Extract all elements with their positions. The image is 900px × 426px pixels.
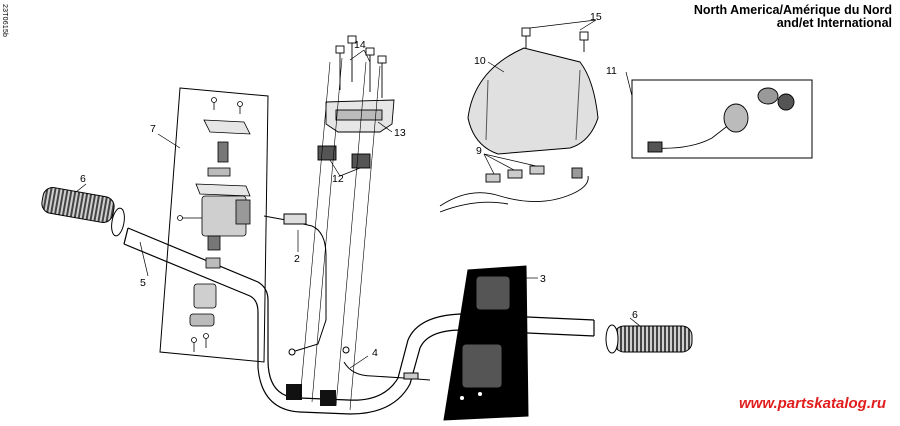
callout-7: 7 — [150, 123, 156, 135]
left-control-parts — [177, 97, 251, 352]
leader-lines — [75, 19, 641, 369]
right-control-group-box-outline — [443, 265, 529, 421]
brake-cable — [342, 346, 431, 381]
callout-13: 13 — [394, 127, 406, 139]
wiring-harness — [439, 165, 589, 213]
callout-14: 14 — [354, 39, 366, 51]
callout-15: 15 — [590, 11, 602, 23]
callout-6-left: 6 — [80, 173, 86, 185]
callout-5: 5 — [140, 277, 146, 289]
grip-right — [605, 324, 693, 354]
watermark: www.partskatalog.ru — [739, 395, 886, 412]
handlebar-riser — [325, 99, 395, 133]
handlebar — [123, 227, 595, 415]
callout-9: 9 — [476, 145, 482, 157]
ignition-switch-parts — [647, 87, 795, 153]
windshield — [467, 47, 599, 155]
callout-11: 11 — [606, 65, 617, 77]
ignition-switch-box — [631, 79, 813, 159]
callout-6-right: 6 — [632, 309, 638, 321]
grip-left — [41, 187, 125, 237]
callout-3: 3 — [540, 273, 546, 285]
callout-4: 4 — [372, 347, 378, 359]
region-header-line-2: and/et International — [776, 16, 892, 30]
region-header: North America/Amérique du Nord and/et In… — [694, 4, 892, 30]
left-control-group-box — [159, 87, 269, 363]
handlebar-tape-bands — [286, 384, 336, 406]
drawing-reference-code: 23T0615b — [1, 4, 8, 38]
region-header-line-1: North America/Amérique du Nord — [693, 3, 892, 17]
callout-12: 12 — [332, 173, 344, 185]
riser-clamps — [317, 145, 371, 169]
right-control-parts — [459, 275, 511, 414]
windshield-screws — [521, 27, 589, 52]
callout-10: 10 — [474, 55, 486, 67]
throttle-cable — [263, 213, 327, 356]
callout-2: 2 — [294, 253, 300, 265]
callout-labels: 6 7 5 2 4 10 11 14 15 13 12 9 3 6 — [80, 11, 638, 359]
riser-guide-lines — [299, 57, 381, 411]
